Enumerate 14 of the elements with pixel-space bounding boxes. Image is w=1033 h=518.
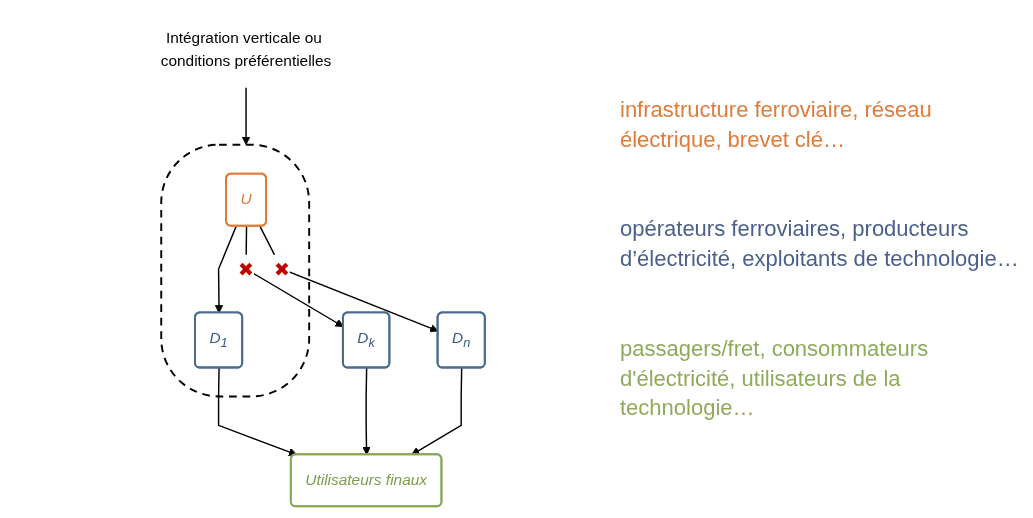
process-box: U	[225, 172, 268, 227]
blocked-mark: ✖	[237, 254, 255, 284]
process-box: D$_{k}$	[341, 311, 391, 369]
process-box: D$_{n}$	[436, 311, 486, 369]
arrow	[214, 225, 237, 314]
description-text: passagers/fret, consommateurs d'électricité, utilisateurs de la technologie…	[620, 334, 930, 423]
process-box: D$_{1}$	[194, 311, 244, 369]
description-text: opérateurs ferroviaires, producteurs d’électricité, exploitants de technologie…	[620, 215, 1020, 274]
description-text: infrastructure ferroviaire, réseau électrique, brevet clé…	[620, 96, 933, 154]
process-box: Utilisateurs finaux	[289, 453, 443, 508]
blocked-mark: ✖	[273, 254, 290, 284]
arrow	[241, 86, 251, 146]
arrow	[362, 367, 371, 456]
arrow	[411, 367, 463, 456]
